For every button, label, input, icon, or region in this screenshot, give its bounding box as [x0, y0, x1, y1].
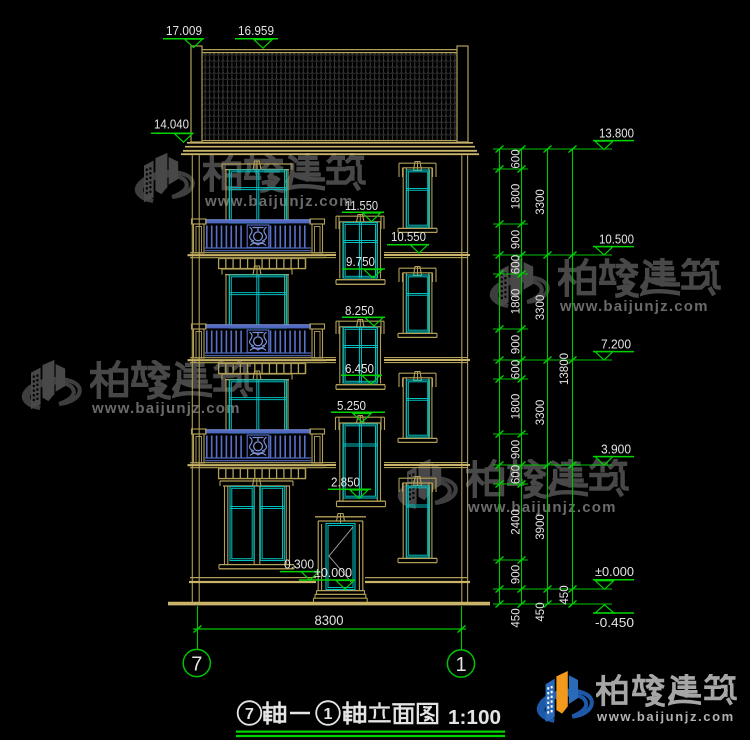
svg-text:5.250: 5.250	[337, 398, 366, 413]
svg-text:1800: 1800	[511, 289, 523, 315]
svg-text:3900: 3900	[535, 514, 547, 540]
svg-text:13.800: 13.800	[599, 126, 634, 141]
svg-text:1800: 1800	[511, 184, 523, 210]
svg-text:www.baijunjz.com: www.baijunjz.com	[596, 709, 735, 724]
svg-text:8.250: 8.250	[345, 303, 374, 318]
svg-text:www.baijunjz.com: www.baijunjz.com	[204, 193, 354, 210]
svg-text:3300: 3300	[535, 400, 547, 426]
svg-text:600: 600	[511, 255, 523, 274]
svg-text:7: 7	[191, 654, 202, 676]
svg-text:7: 7	[245, 706, 254, 723]
svg-text:900: 900	[511, 565, 523, 584]
svg-text:600: 600	[511, 465, 523, 484]
svg-text:1:100: 1:100	[448, 707, 501, 729]
svg-text:11.550: 11.550	[345, 198, 378, 213]
svg-text:450: 450	[535, 602, 547, 621]
svg-text:6.450: 6.450	[345, 361, 374, 376]
svg-text:600: 600	[511, 149, 523, 168]
svg-text:600: 600	[511, 360, 523, 379]
svg-text:3300: 3300	[535, 189, 547, 215]
svg-text:www.baijunjz.com: www.baijunjz.com	[91, 400, 241, 417]
svg-text:14.040: 14.040	[154, 117, 189, 132]
svg-text:3300: 3300	[535, 295, 547, 321]
svg-text:16.959: 16.959	[238, 23, 274, 38]
svg-text:450: 450	[559, 585, 571, 604]
svg-text:7.200: 7.200	[601, 337, 631, 352]
svg-text:900: 900	[511, 230, 523, 249]
svg-text:-0.450: -0.450	[595, 615, 634, 630]
svg-text:3.900: 3.900	[601, 442, 631, 457]
svg-text:±0.000: ±0.000	[314, 565, 352, 580]
svg-text:www.baijunjz.com: www.baijunjz.com	[559, 298, 709, 315]
svg-text:0.300: 0.300	[284, 557, 314, 572]
svg-text:www.baijunjz.com: www.baijunjz.com	[467, 499, 617, 516]
svg-text:13800: 13800	[559, 353, 571, 385]
svg-text:10.500: 10.500	[599, 232, 634, 247]
svg-text:1: 1	[324, 706, 333, 723]
svg-text:2.850: 2.850	[331, 475, 360, 490]
svg-text:900: 900	[511, 335, 523, 354]
svg-text:900: 900	[511, 440, 523, 459]
svg-text:2400: 2400	[511, 509, 523, 535]
svg-text:450: 450	[511, 608, 523, 627]
svg-text:8300: 8300	[315, 613, 344, 628]
svg-text:17.009: 17.009	[166, 23, 202, 38]
svg-text:±0.000: ±0.000	[595, 564, 634, 579]
svg-text:10.550: 10.550	[391, 229, 426, 244]
svg-text:1: 1	[455, 654, 466, 676]
svg-text:9.750: 9.750	[346, 254, 375, 269]
svg-text:1800: 1800	[511, 394, 523, 420]
